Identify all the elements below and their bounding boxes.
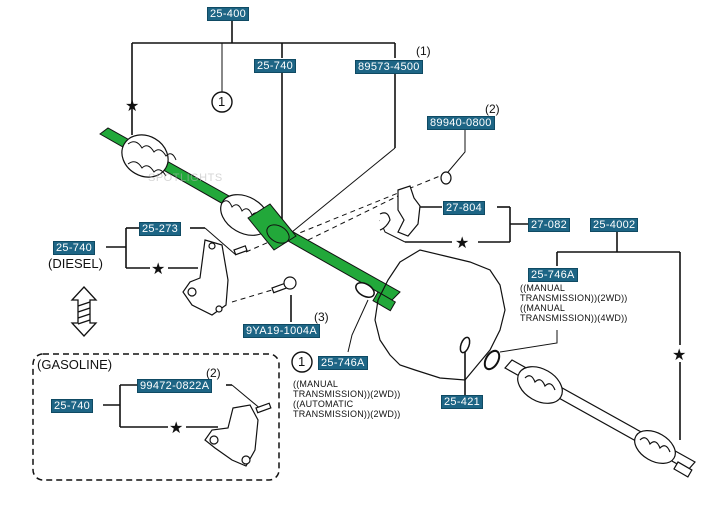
note-line: ((MANUAL (293, 379, 339, 389)
watermark: SPOTLIGHTS (148, 172, 223, 184)
gasoline-caption: (GASOLINE) (37, 357, 113, 372)
star-icon: ★ (672, 347, 687, 364)
part-label-25-400[interactable]: 25-400 (207, 7, 250, 21)
circle-ref-1-seal (291, 351, 313, 373)
right-drive-shaft (504, 359, 696, 478)
qty-ref: (2) (485, 102, 500, 116)
qty-ref: (2) (206, 366, 221, 380)
transmission-case (374, 249, 506, 381)
snap-ring (459, 336, 471, 354)
part-label-25-421[interactable]: 25-421 (441, 395, 484, 409)
heat-shield (379, 171, 452, 237)
part-label-25-740[interactable]: 25-740 (254, 59, 297, 73)
part-label-25-273[interactable]: 25-273 (139, 222, 182, 236)
right-seal-notes: ((MANUAL TRANSMISSION))(2WD)) ((MANUAL T… (520, 283, 628, 323)
double-arrow-icon (70, 286, 98, 337)
note-line: ((MANUAL (520, 283, 566, 293)
circle-ref-number: 1 (218, 94, 226, 109)
front-drive-shaft (99, 127, 401, 312)
note-line: TRANSMISSION))(2WD)) (293, 389, 401, 399)
diesel-caption: (DIESEL) (48, 256, 103, 271)
leader-lines (103, 19, 681, 440)
qty-ref: (1) (416, 44, 431, 58)
part-label-89940-0800[interactable]: 89940-0800 (427, 116, 495, 130)
star-icon: ★ (125, 98, 140, 115)
part-label-89573-4500[interactable]: 89573-4500 (355, 60, 423, 74)
part-label-25-740-diesel[interactable]: 25-740 (53, 241, 96, 255)
star-icon: ★ (455, 235, 470, 252)
note-line: TRANSMISSION))(2WD)) (520, 293, 628, 303)
part-label-25-746A-left[interactable]: 25-746A (318, 356, 368, 370)
left-seal-notes: ((MANUAL TRANSMISSION))(2WD)) ((AUTOMATI… (293, 379, 401, 419)
part-label-25-740-gasoline[interactable]: 25-740 (51, 399, 94, 413)
qty-ref: (3) (314, 310, 329, 324)
part-label-25-746A-right[interactable]: 25-746A (528, 268, 578, 282)
gasoline-bracket (204, 402, 272, 467)
part-label-99472-0822A[interactable]: 99472-0822A (137, 379, 213, 393)
note-line: TRANSMISSION))(2WD)) (293, 409, 401, 419)
gasoline-variant-box (32, 353, 280, 481)
circle-ref-1-top (211, 91, 233, 113)
part-label-27-804[interactable]: 27-804 (443, 201, 486, 215)
note-line: TRANSMISSION))(4WD)) (520, 313, 628, 323)
part-label-27-082[interactable]: 27-082 (528, 218, 571, 232)
part-label-9YA19-1004A[interactable]: 9YA19-1004A (243, 324, 320, 338)
note-line: ((AUTOMATIC (293, 399, 354, 409)
diesel-bracket (182, 239, 297, 316)
part-label-25-4002[interactable]: 25-4002 (590, 218, 639, 232)
star-icon: ★ (151, 261, 166, 278)
star-icon: ★ (169, 420, 184, 437)
right-oil-seal (483, 349, 501, 371)
circle-ref-number: 1 (298, 354, 306, 369)
note-line: ((MANUAL (520, 303, 566, 313)
